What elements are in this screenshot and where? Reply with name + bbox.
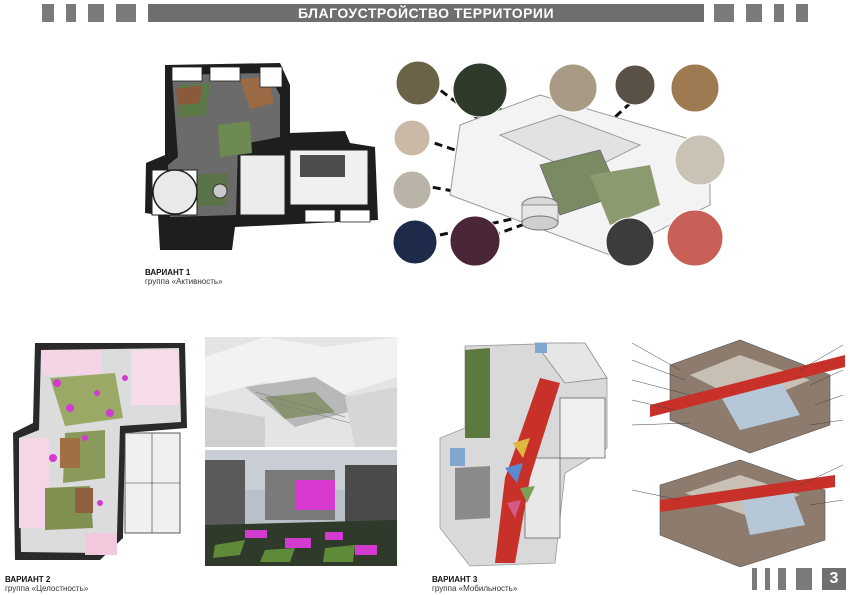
- variant-1-axonometry: [392, 60, 726, 267]
- variant-2-aerial-render: [205, 337, 397, 447]
- variant-2-courtyard-render: [205, 450, 397, 566]
- header-deco-bar: [66, 4, 76, 22]
- page-number: 3: [822, 568, 846, 590]
- photo-circle: [395, 60, 441, 106]
- variant-2-site-plan: [5, 338, 195, 568]
- variant-title: ВАРИАНТ 1: [145, 268, 191, 277]
- header-deco-bar: [714, 4, 734, 22]
- header-deco-bar: [42, 4, 54, 22]
- footer-deco-bar: [778, 568, 786, 590]
- variant-title: ВАРИАНТ 2: [5, 575, 51, 584]
- header-deco-bar: [746, 4, 762, 22]
- variant-title: ВАРИАНТ 3: [432, 575, 478, 584]
- header-deco-bar: [116, 4, 136, 22]
- footer-deco-bar: [752, 568, 757, 590]
- variant-subtitle: группа «Мобильность»: [432, 584, 518, 593]
- variant-subtitle: группа «Целостность»: [5, 584, 89, 593]
- variant-subtitle: группа «Активность»: [145, 277, 223, 286]
- page-title: БЛАГОУСТРОЙСТВО ТЕРРИТОРИИ: [148, 4, 704, 22]
- header-deco-bar: [88, 4, 104, 22]
- variant-3-site-plan: [435, 338, 610, 570]
- variant-3-caption: ВАРИАНТ 3 группа «Мобильность»: [432, 575, 517, 593]
- header-deco-bar: [796, 4, 808, 22]
- variant-3-axonometry: [630, 335, 845, 567]
- variant-2-caption: ВАРИАНТ 2 группа «Целостность»: [5, 575, 88, 593]
- footer-deco-bar: [796, 568, 812, 590]
- header-deco-bar: [774, 4, 784, 22]
- variant-1-site-plan: [140, 55, 385, 255]
- variant-1-caption: ВАРИАНТ 1 группа «Активность»: [145, 268, 223, 286]
- footer-deco-bar: [765, 568, 770, 590]
